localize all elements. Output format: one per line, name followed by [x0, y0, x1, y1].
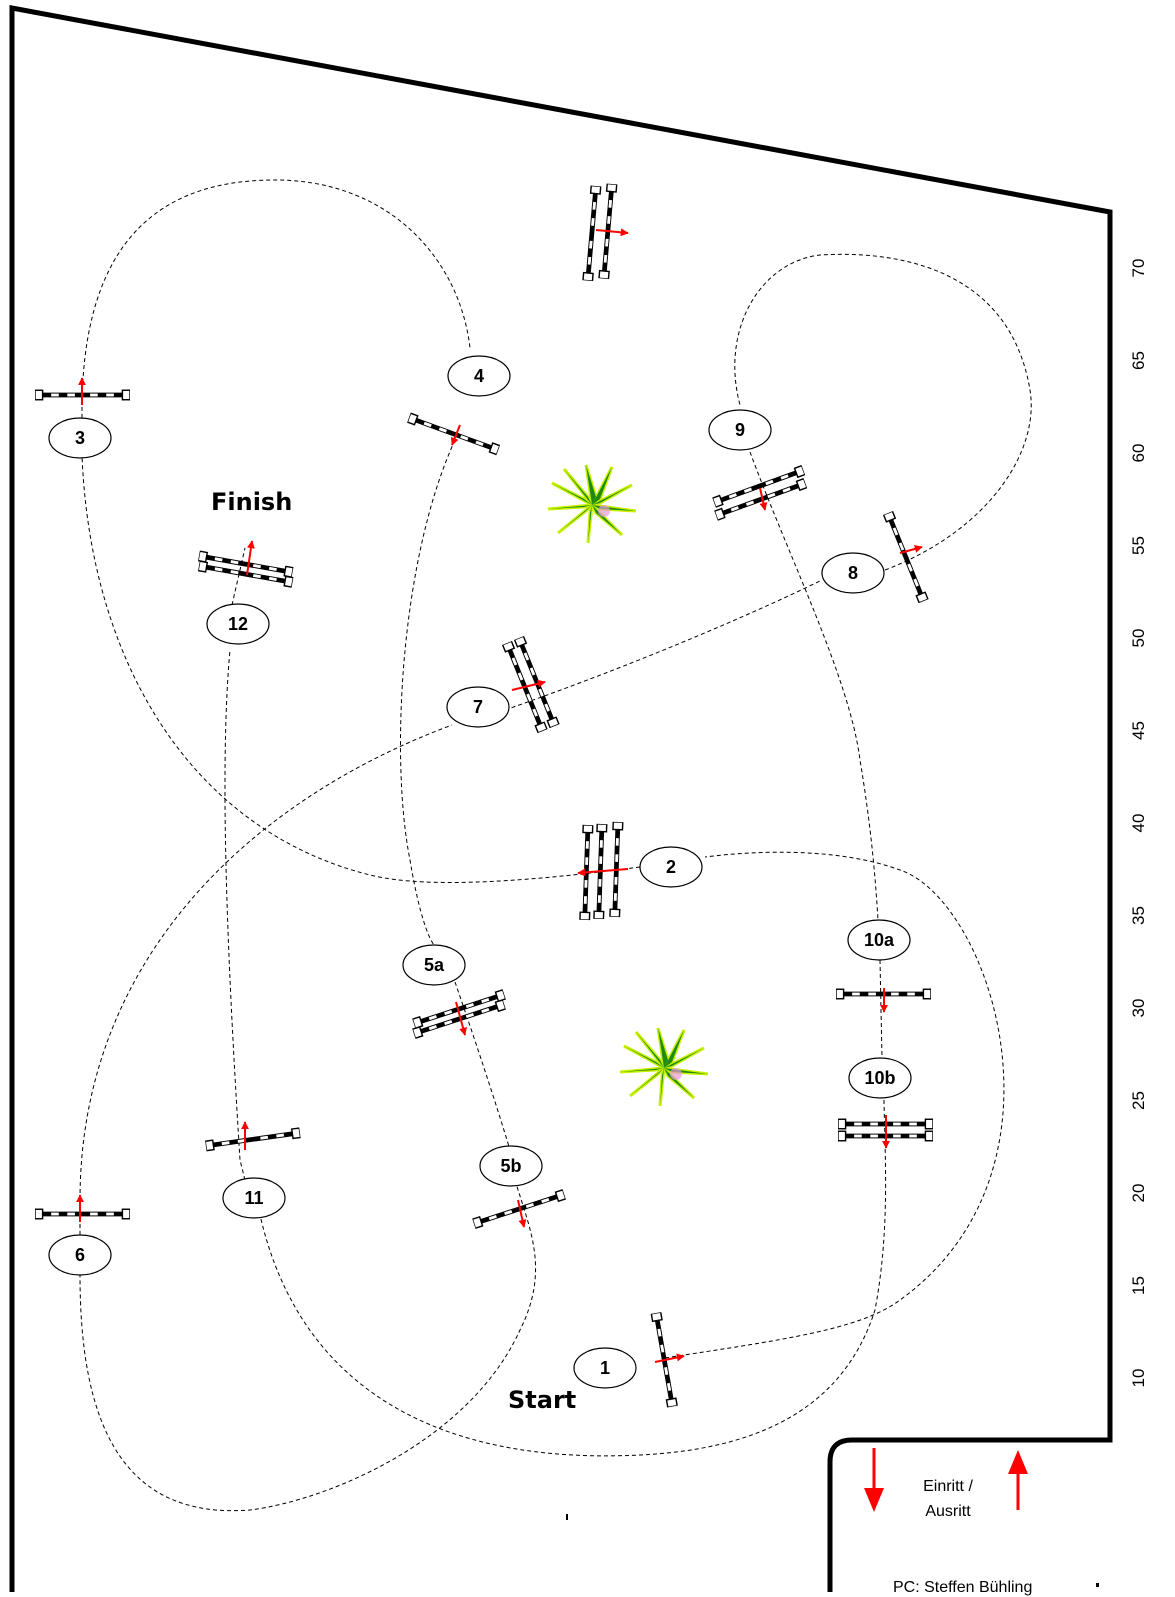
obstacle-number-label: 5a [424, 955, 445, 975]
obstacle-number-label: 10b [864, 1068, 895, 1088]
fence-plank [582, 185, 602, 282]
obstacle-number-1: 1 [573, 1347, 637, 1389]
fence-plank [882, 510, 929, 604]
finish-label: Finish [211, 488, 292, 516]
direction-arrows [76, 228, 923, 1363]
number-oval [708, 409, 772, 451]
number-oval [479, 1145, 543, 1187]
obstacle-number-6: 6 [48, 1234, 112, 1276]
scale-tick-label: 55 [1129, 536, 1148, 555]
credit-text: PC: Steffen Bühling [893, 1579, 1032, 1596]
number-oval [48, 417, 112, 459]
obstacle-number-label: 10a [864, 930, 895, 950]
scale-tick-label: 20 [1129, 1184, 1148, 1203]
scale-tick-label: 25 [1129, 1091, 1148, 1110]
number-oval [821, 552, 885, 594]
number-oval [206, 603, 270, 645]
gate-label-line2: Ausritt [925, 1503, 971, 1520]
fence-plank [406, 412, 501, 456]
obstacle-number-4: 4 [447, 355, 511, 397]
scale-tick-label: 15 [1129, 1276, 1148, 1295]
obstacle-number-12: 12 [206, 603, 270, 645]
obstacle-number-label: 5b [500, 1156, 521, 1176]
credit-mark [1096, 1583, 1099, 1587]
scale-tick-label: 65 [1129, 351, 1148, 370]
number-oval [847, 919, 911, 961]
number-oval [447, 355, 511, 397]
number-oval [222, 1177, 286, 1219]
obstacle-number-2: 2 [639, 846, 703, 888]
fence-plank [205, 1127, 301, 1152]
number-oval [402, 944, 466, 986]
scale-tick-label: 30 [1129, 999, 1148, 1018]
scale-tick-label: 35 [1129, 906, 1148, 925]
obstacle-number-label: 6 [75, 1245, 85, 1265]
obstacle-number-label: 8 [848, 563, 858, 583]
plant-icon [618, 1026, 710, 1108]
entry-exit-gate: Einritt / Ausritt [864, 1448, 1028, 1520]
obstacle-number-label: 7 [473, 697, 483, 717]
obstacle-number-5a: 5a [402, 944, 466, 986]
obstacle-number-label: 12 [228, 614, 248, 634]
number-oval [639, 846, 703, 888]
obstacle-number-8: 8 [821, 552, 885, 594]
scale-tick-label: 50 [1129, 629, 1148, 648]
obstacle-number-label: 2 [666, 857, 676, 877]
scale-ruler: 70 65 60 55 50 45 40 35 30 25 20 15 10 [1129, 259, 1148, 1388]
obstacle-number-3: 3 [48, 417, 112, 459]
obstacle-number-7: 7 [446, 686, 510, 728]
obstacle-number-10a: 10a [847, 919, 911, 961]
obstacle-number-label: 1 [600, 1358, 610, 1378]
arena-boundary [9, 4, 1113, 1592]
stray-mark [566, 1514, 568, 1520]
number-oval [446, 686, 510, 728]
number-oval [573, 1347, 637, 1389]
plant-icon [546, 463, 638, 545]
exit-arrow-icon [1008, 1450, 1028, 1510]
obstacle-number-9: 9 [708, 409, 772, 451]
obstacle-number-label: 3 [75, 428, 85, 448]
scale-tick-label: 45 [1129, 721, 1148, 740]
gate-label-line1: Einritt / [923, 1478, 973, 1495]
scale-tick-label: 10 [1129, 1369, 1148, 1388]
start-label: Start [508, 1386, 576, 1414]
obstacle-number-10b: 10b [848, 1057, 912, 1099]
fence-plank [35, 1208, 130, 1220]
obstacle-number-5b: 5b [479, 1145, 543, 1187]
entry-arrow-icon [864, 1448, 884, 1512]
obstacle-number-label: 11 [244, 1188, 263, 1208]
obstacle-number-label: 9 [735, 420, 745, 440]
number-oval [848, 1057, 912, 1099]
scale-tick-label: 60 [1129, 444, 1148, 463]
scale-tick-label: 70 [1129, 259, 1148, 278]
track-lines [79, 179, 1032, 1512]
obstacle-number-11: 11 [222, 1177, 286, 1219]
obstacle-number-label: 4 [474, 366, 484, 386]
scale-tick-label: 40 [1129, 814, 1148, 833]
number-oval [48, 1234, 112, 1276]
